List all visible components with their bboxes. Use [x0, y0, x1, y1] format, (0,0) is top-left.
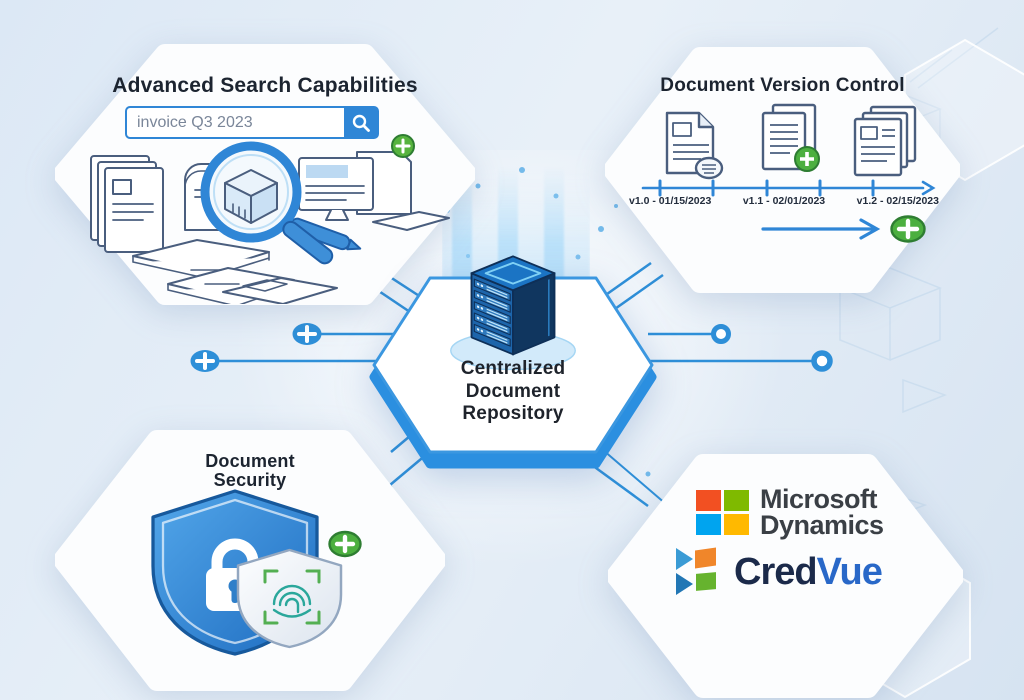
cv-orange-piece [695, 547, 716, 569]
cv-triangle-top [676, 548, 693, 570]
cv-green-piece [696, 572, 716, 591]
keyboard-icon [372, 211, 450, 231]
document-stack-icon [90, 155, 164, 253]
package-box-icon [224, 169, 278, 224]
security-illustration [151, 489, 362, 656]
version-label: v1.1 - 02/01/2023 [742, 195, 826, 207]
center-label-line: Centralized [460, 358, 566, 379]
search-panel-title: Advanced Search Capabilities [112, 74, 418, 97]
scan-brackets-icon [263, 569, 321, 625]
document-v12-icon [853, 105, 917, 177]
document-v1-icon [665, 111, 724, 180]
security-title-line2: Security [213, 470, 287, 490]
search-icon [352, 114, 370, 132]
timeline-arrowhead-icon [921, 180, 936, 196]
central-repository-hex: Centralized Document Repository [368, 255, 658, 480]
version-panel-title: Document Version Control [660, 75, 905, 96]
monitor-icon [298, 151, 450, 231]
cv-triangle-bottom [676, 573, 693, 595]
credvue-wordmark: CredVue [734, 550, 883, 594]
magnifier-icon [200, 141, 334, 265]
ms-square-blue [696, 514, 721, 535]
credvue-vue: Vue [816, 550, 883, 593]
panel-version-control: Document Version Control [605, 45, 960, 295]
server-icon [450, 255, 576, 371]
add-document-badge-icon [391, 134, 415, 158]
ms-square-yellow [724, 514, 749, 535]
panel-document-security: Document Security [55, 428, 445, 693]
security-title-line1: Document [205, 451, 295, 471]
panel-integrations: Microsoft Dynamics CredVue [608, 452, 963, 700]
version-label: v1.0 - 01/15/2023 [629, 195, 712, 207]
panel-advanced-search: Advanced Search Capabilities [55, 42, 475, 307]
security-panel-title: Document Security [55, 452, 445, 490]
center-label-line: Repository [462, 403, 564, 424]
version-timeline [641, 179, 936, 243]
fingerprint-icon [272, 584, 312, 618]
center-label-line: Document [465, 380, 561, 402]
ms-square-green [724, 490, 749, 511]
search-button[interactable] [344, 108, 377, 137]
version-label: v1.2 - 02/15/2023 [856, 195, 939, 207]
dynamics-word: Dynamics [760, 510, 884, 540]
credvue-cred: Cred [734, 550, 818, 593]
document-v11-icon [761, 103, 820, 172]
search-bar [125, 106, 379, 139]
credvue-logo: CredVue [676, 547, 883, 596]
center-label: Centralized Document Repository [368, 358, 658, 426]
fingerprint-shield-icon [236, 548, 343, 649]
new-version-arrow-icon [761, 218, 881, 240]
search-illustration [90, 134, 450, 304]
deco-triangle-icon [902, 378, 948, 414]
microsoft-word: Microsoft [760, 484, 877, 514]
add-security-badge-icon [328, 530, 362, 558]
microsoft-logo-icon [696, 490, 749, 535]
microsoft-dynamics-wordmark: Microsoft Dynamics [760, 484, 884, 540]
credvue-logo-icon [676, 547, 720, 596]
add-version-badge-icon [890, 215, 926, 243]
ms-square-red [696, 490, 721, 511]
timeline-ticks [658, 179, 875, 197]
search-input[interactable] [127, 108, 344, 137]
version-labels: v1.0 - 01/15/2023 v1.1 - 02/01/2023 v1.2… [629, 195, 939, 207]
